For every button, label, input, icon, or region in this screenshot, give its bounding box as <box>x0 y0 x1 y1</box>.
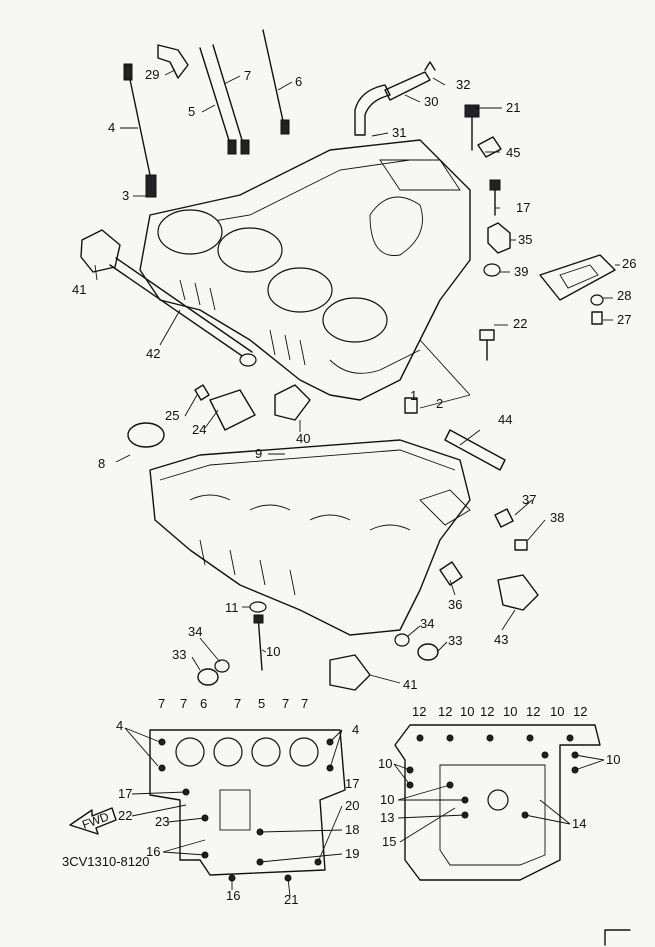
callout-34b: 34 <box>420 616 434 631</box>
bracket-29 <box>157 44 189 79</box>
inset-lower-top-8: 12 <box>573 704 587 719</box>
callout-41b: 41 <box>403 677 417 692</box>
left-side-parts <box>80 229 506 471</box>
callout-8: 8 <box>98 456 105 471</box>
callout-10: 10 <box>266 644 280 659</box>
callout-7: 7 <box>244 68 251 83</box>
callout-24: 24 <box>192 422 206 437</box>
lower-crankcase <box>149 439 539 636</box>
callout-36: 36 <box>448 597 462 612</box>
callout-37: 37 <box>522 492 536 507</box>
callout-27: 27 <box>617 312 631 327</box>
callout-32: 32 <box>456 77 470 92</box>
callout-25: 25 <box>165 408 179 423</box>
callout-33b: 33 <box>448 633 462 648</box>
callout-43: 43 <box>494 632 508 647</box>
callout-41a: 41 <box>72 282 86 297</box>
callout-3: 3 <box>122 188 129 203</box>
callout-34a: 34 <box>188 624 202 639</box>
upper-crankcase <box>139 139 471 401</box>
inset-lower-left-15: 15 <box>382 834 396 849</box>
callout-29: 29 <box>145 67 159 82</box>
callout-2: 2 <box>436 396 443 411</box>
inset-left-4: 4 <box>116 718 123 733</box>
inset-right-20: 20 <box>345 798 359 813</box>
callout-44: 44 <box>498 412 512 427</box>
callout-39: 39 <box>514 264 528 279</box>
inset-lower-top-7: 10 <box>550 704 564 719</box>
inset-left-17: 17 <box>118 786 132 801</box>
inset-left-16b: 16 <box>226 888 240 903</box>
inset-left-22: 22 <box>118 808 132 823</box>
inset-lower-left-10b: 10 <box>380 792 394 807</box>
inset-lower-top-2: 12 <box>438 704 452 719</box>
inset-lower-top-3: 10 <box>460 704 474 719</box>
callout-4: 4 <box>108 120 115 135</box>
callout-38: 38 <box>550 510 564 525</box>
breather-hose <box>354 61 436 136</box>
inset-left-23: 23 <box>155 814 169 829</box>
inset-left-16a: 16 <box>146 844 160 859</box>
callout-9: 9 <box>255 446 262 461</box>
callout-17: 17 <box>516 200 530 215</box>
callout-33a: 33 <box>172 647 186 662</box>
callout-5: 5 <box>188 104 195 119</box>
callout-1: 1 <box>410 388 417 403</box>
callout-11: 11 <box>225 600 239 615</box>
inset-left-top-3: 6 <box>200 696 207 711</box>
right-small-parts <box>464 104 616 361</box>
callout-28: 28 <box>617 288 631 303</box>
cylinder-studs <box>123 29 290 198</box>
callout-labels: 1 2 3 4 5 6 7 8 9 10 11 17 21 22 24 25 2… <box>72 67 636 692</box>
callout-45: 45 <box>506 145 520 160</box>
inset-left-top-4: 7 <box>234 696 241 711</box>
inset-lower-top-1: 12 <box>412 704 426 719</box>
callout-40: 40 <box>296 431 310 446</box>
inset-lower-top-5: 10 <box>503 704 517 719</box>
inset-lower-left-10a: 10 <box>378 756 392 771</box>
inset-left-top-6: 7 <box>282 696 289 711</box>
lower-parts <box>197 601 439 691</box>
inset-right-19: 19 <box>345 846 359 861</box>
inset-right-18: 18 <box>345 822 359 837</box>
inset-right-17: 17 <box>345 776 359 791</box>
diagram-code: 3CV1310-8120 <box>62 854 149 869</box>
inset-lower-top-6: 12 <box>526 704 540 719</box>
inset-lower-top-4: 12 <box>480 704 494 719</box>
callout-35: 35 <box>518 232 532 247</box>
leader-lines <box>94 69 620 684</box>
inset-lower-right-14-label: 14 <box>572 816 586 831</box>
inset-lower-bolt-pattern: 12 12 10 12 10 12 10 12 10 10 13 15 10 1… <box>378 704 620 881</box>
inset-upper-bolt-pattern: 7 7 6 7 5 7 7 4 4 17 17 22 23 16 16 18 1… <box>116 696 359 907</box>
callout-22: 22 <box>513 316 527 331</box>
corner-mark <box>604 929 631 946</box>
callout-31: 31 <box>392 125 406 140</box>
fwd-arrow-icon: FWD <box>69 807 117 835</box>
callout-42: 42 <box>146 346 160 361</box>
inset-left-top-2: 7 <box>180 696 187 711</box>
inset-left-top-5: 5 <box>258 696 265 711</box>
inset-left-top-7: 7 <box>301 696 308 711</box>
callout-21: 21 <box>506 100 520 115</box>
inset-right-21: 21 <box>284 892 298 907</box>
callout-6: 6 <box>295 74 302 89</box>
inset-lower-right-10: 10 <box>606 752 620 767</box>
inset-left-top-1: 7 <box>158 696 165 711</box>
inset-lower-left-13: 13 <box>380 810 394 825</box>
callout-26: 26 <box>622 256 636 271</box>
callout-30: 30 <box>424 94 438 109</box>
inset-right-4: 4 <box>352 722 359 737</box>
